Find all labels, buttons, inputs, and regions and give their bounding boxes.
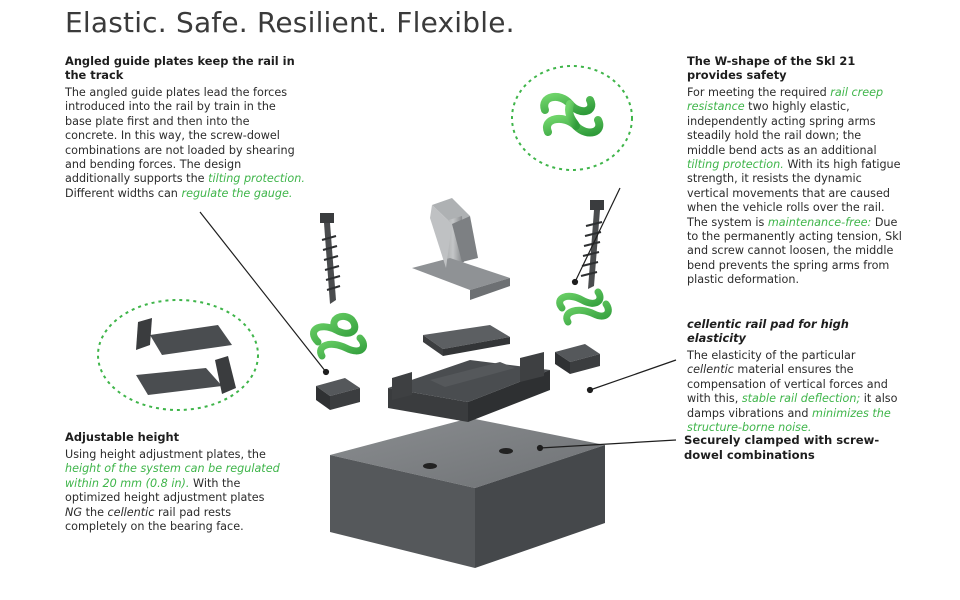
rail-pad <box>423 325 510 356</box>
height-text-3: the <box>82 505 108 519</box>
guide-plates-section: Angled guide plates keep the rail in the… <box>65 54 305 201</box>
height-italic-1: NG <box>65 505 83 519</box>
guide-plate-right <box>555 344 600 374</box>
rail-section <box>412 198 510 300</box>
screw-left <box>320 213 341 304</box>
height-text-4: rail pad rests completely on the bearing… <box>65 505 244 534</box>
guide-plates-text-2: Different widths can <box>65 186 182 200</box>
rail-pad-highlight-2: minimizes the structure-borne noise. <box>687 406 891 435</box>
clamped-section: Securely clamped with screw-dowel combin… <box>684 433 894 467</box>
height-section: Adjustable height Using height adjustmen… <box>65 430 285 534</box>
guide-plate-left <box>316 378 360 410</box>
rail-pad-heading: cellentic rail pad for high elasticity <box>687 317 849 345</box>
height-highlight-1: height of the system can be regulated wi… <box>65 462 280 490</box>
rail-pad-italic-1: cellentic <box>687 363 734 377</box>
screw-right <box>580 200 604 289</box>
w-shape-highlight-2: tilting protection. <box>687 158 784 172</box>
rail-pad-highlight-1: stable rail deflection; <box>741 392 861 406</box>
guide-plates-highlight-2: regulate the gauge. <box>181 186 293 200</box>
w-shape-heading: The W-shape of the Skl 21 provides safet… <box>687 54 856 82</box>
rail-pad-text-3: it also damps vibrations and <box>687 392 898 420</box>
height-adjustment-plates <box>136 318 236 395</box>
w-shape-text-3: With its high fatigue strength, it resis… <box>687 158 901 229</box>
w-shape-highlight-1: rail creep resistance <box>687 86 884 114</box>
skl-clip-detail <box>540 92 604 137</box>
rail-pad-text-2: material ensures the compensation of ver… <box>687 363 888 406</box>
height-heading: Adjustable height <box>65 430 180 444</box>
height-italic-2: cellentic <box>107 505 155 519</box>
height-text-2: With the optimized height adjustment pla… <box>65 476 265 505</box>
leader-lines <box>199 187 677 452</box>
w-shape-text-4: Due to the permanently acting tension, S… <box>687 215 902 287</box>
guide-plates-text: The angled guide plates lead the forces … <box>65 86 305 201</box>
height-text: Using height adjustment plates, the heig… <box>65 448 285 534</box>
guide-plates-heading: Angled guide plates keep the rail in the… <box>65 54 295 82</box>
w-shape-highlight-3: maintenance-free: <box>767 215 872 229</box>
base-plate <box>388 352 550 422</box>
concrete-sleeper <box>330 418 605 568</box>
height-plate-detail-circle <box>97 299 259 411</box>
height-text-1: Using height adjustment plates, the <box>65 448 266 461</box>
guide-plates-highlight-1: tilting protection. <box>208 172 305 186</box>
w-shape-section: The W-shape of the Skl 21 provides safet… <box>687 54 902 288</box>
skl-clip-left <box>310 312 367 360</box>
rail-pad-text: The elasticity of the particular cellent… <box>687 349 902 435</box>
w-shape-text-2: two highly elastic, independently acting… <box>687 100 877 157</box>
clamped-heading: Securely clamped with screw-dowel combin… <box>684 433 880 462</box>
skl-clip-right <box>556 288 612 326</box>
rail-pad-text-1: The elasticity of the particular <box>687 349 856 362</box>
rail-pad-section: cellentic rail pad for high elasticity T… <box>687 317 902 435</box>
guide-plates-text-1: The angled guide plates lead the forces … <box>65 86 295 186</box>
page-title: Elastic. Safe. Resilient. Flexible. <box>65 6 515 39</box>
w-shape-text: For meeting the required rail creep resi… <box>687 86 902 288</box>
clip-detail-circle <box>511 65 633 171</box>
w-shape-text-1: For meeting the required <box>687 86 831 99</box>
